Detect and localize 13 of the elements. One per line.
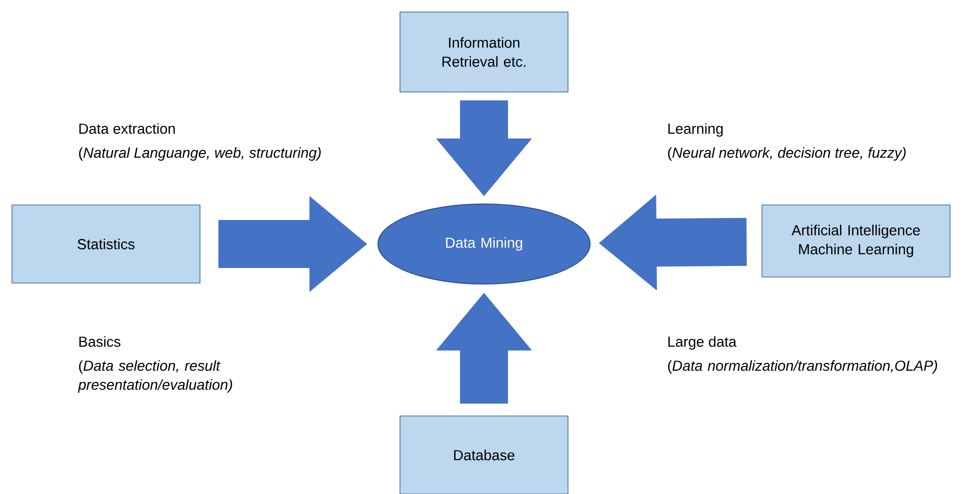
process-box: Database <box>400 416 568 494</box>
process-box: Information Retrieval etc. <box>400 12 568 92</box>
annotation-text: (Data normalization/transformation,OLAP) <box>668 360 938 374</box>
annotation-text: Basics <box>79 336 120 347</box>
annotation-text: (Neural network, decision tree, fuzzy) <box>668 147 906 161</box>
process-box: Statistics <box>12 204 200 284</box>
annotation-text: Learning <box>668 123 723 137</box>
annotation-text: (Natural Languange, web, structuring) <box>79 147 321 161</box>
ellipse-node: Data Mining <box>377 204 591 284</box>
annotation-text: Large data <box>668 336 737 350</box>
annotation-text: (Data selection, result presentation/evaluation) <box>78 360 232 393</box>
process-box: Artificial Intelligence Machine Learning <box>762 204 950 278</box>
annotation-text: Data extraction <box>79 123 175 134</box>
